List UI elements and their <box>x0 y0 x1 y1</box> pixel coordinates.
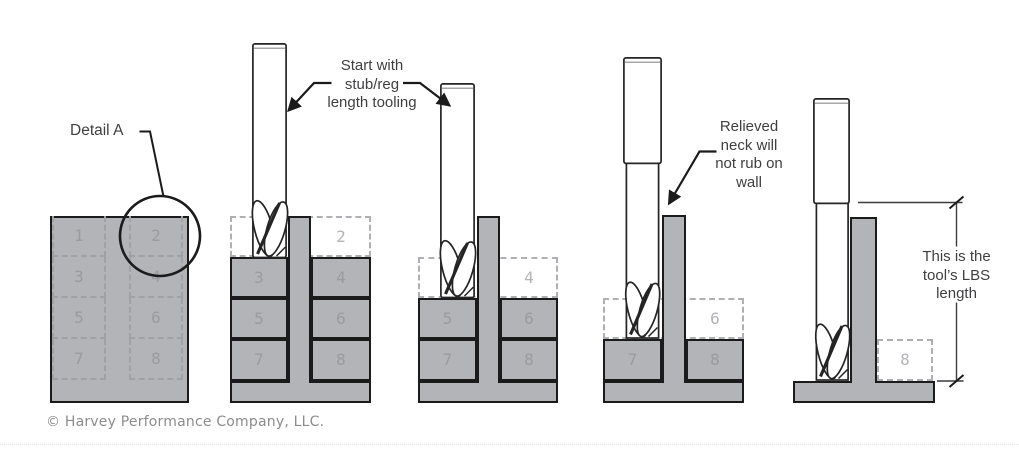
workpiece-base <box>230 381 371 403</box>
start-tooling-note: Start with stub/reg length tooling <box>327 57 417 111</box>
cell-5-label: 5 <box>74 307 84 327</box>
workpiece-wall <box>850 217 877 383</box>
cell-3-label: 3 <box>74 266 84 286</box>
cell-2: 2 <box>129 216 183 257</box>
block-4: 4 <box>311 257 371 298</box>
block-7c-label: 7 <box>627 350 638 369</box>
ghost-cell-8: 8 <box>877 339 933 381</box>
block-5b-label: 5 <box>442 308 453 328</box>
block-6-label: 6 <box>336 308 346 328</box>
block-6b-label: 6 <box>524 308 534 328</box>
block-7: 7 <box>230 339 288 381</box>
cell-6: 6 <box>129 298 183 339</box>
block-8c-label: 8 <box>710 350 720 369</box>
workpiece-base <box>603 381 744 403</box>
block-8-label: 8 <box>336 350 346 369</box>
cell-7: 7 <box>52 339 106 380</box>
ghost-cell-2-label: 2 <box>336 226 346 246</box>
milled-cell8-ghost <box>877 339 933 381</box>
block-5: 5 <box>230 298 288 339</box>
cell-8-label: 8 <box>151 348 161 368</box>
copyright-text: © Harvey Performance Company, LLC. <box>46 414 325 430</box>
block-7c: 7 <box>603 339 662 381</box>
block-8b-label: 8 <box>524 350 534 369</box>
block-8b: 8 <box>500 339 558 381</box>
workpiece-wall <box>477 216 500 383</box>
block-4-label: 4 <box>336 267 346 287</box>
lbs-length-note: This is the tool’s LBS length <box>922 248 991 302</box>
cell-4: 4 <box>129 257 183 298</box>
ghost-cell-4-label: 4 <box>524 267 534 287</box>
ghost-cell-2: 2 <box>311 216 371 257</box>
block-8: 8 <box>311 339 371 381</box>
workpiece-base <box>418 381 558 403</box>
cell-8: 8 <box>129 339 183 380</box>
ghost-cell-6-label: 6 <box>710 308 720 328</box>
ghost-cell-6: 6 <box>686 298 744 339</box>
end-mill-relieved-neck-step5 <box>813 98 851 381</box>
block-7b-label: 7 <box>442 350 453 369</box>
detail-a-label: Detail A <box>70 122 124 139</box>
bottom-rule <box>0 444 1019 445</box>
dimension-tick-top <box>948 195 965 210</box>
cell-1: 1 <box>52 216 106 257</box>
cell-2-label: 2 <box>151 225 161 245</box>
end-mill-relieved-neck-step4 <box>623 57 662 339</box>
workpiece-base <box>793 381 935 403</box>
block-6b: 6 <box>500 298 558 339</box>
cell-4-label: 4 <box>151 266 161 286</box>
cell-1-label: 1 <box>74 225 84 245</box>
block-3: 3 <box>230 257 288 298</box>
cell-5: 5 <box>52 298 106 339</box>
block-7-label: 7 <box>254 350 264 369</box>
block-6: 6 <box>311 298 371 339</box>
dimension-tick-bottom <box>948 374 965 388</box>
block-5b: 5 <box>418 298 477 339</box>
block-7b: 7 <box>418 339 477 381</box>
workpiece-wall <box>662 215 686 383</box>
block-8c: 8 <box>686 339 744 381</box>
workpiece-wall <box>288 216 311 383</box>
cell-7-label: 7 <box>74 348 84 368</box>
relieved-neck-note: Relieved neck will not rub on wall <box>715 118 783 191</box>
block-3-label: 3 <box>254 267 264 287</box>
cell-3: 3 <box>52 257 106 298</box>
cell-6-label: 6 <box>151 307 161 327</box>
ghost-cell-8-label: 8 <box>900 350 910 369</box>
ghost-cell-4: 4 <box>500 257 558 298</box>
block-5-label: 5 <box>254 308 264 328</box>
